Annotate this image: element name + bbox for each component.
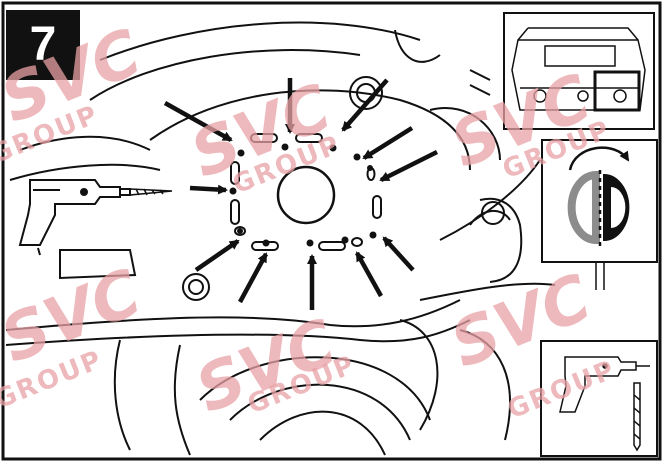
slot-ring <box>231 134 381 250</box>
drill-points <box>230 144 377 247</box>
drill-bit-icon <box>130 189 172 195</box>
inset-rotation <box>542 140 657 290</box>
central-hole <box>278 167 334 223</box>
step-number: 7 <box>6 10 80 80</box>
indicator-arrows <box>165 78 437 310</box>
car-interior-sketch <box>6 23 555 455</box>
inset-overview <box>504 13 654 129</box>
inset-drill <box>541 341 657 456</box>
fastener-bottom-left <box>183 274 209 300</box>
drill-icon <box>20 180 130 255</box>
